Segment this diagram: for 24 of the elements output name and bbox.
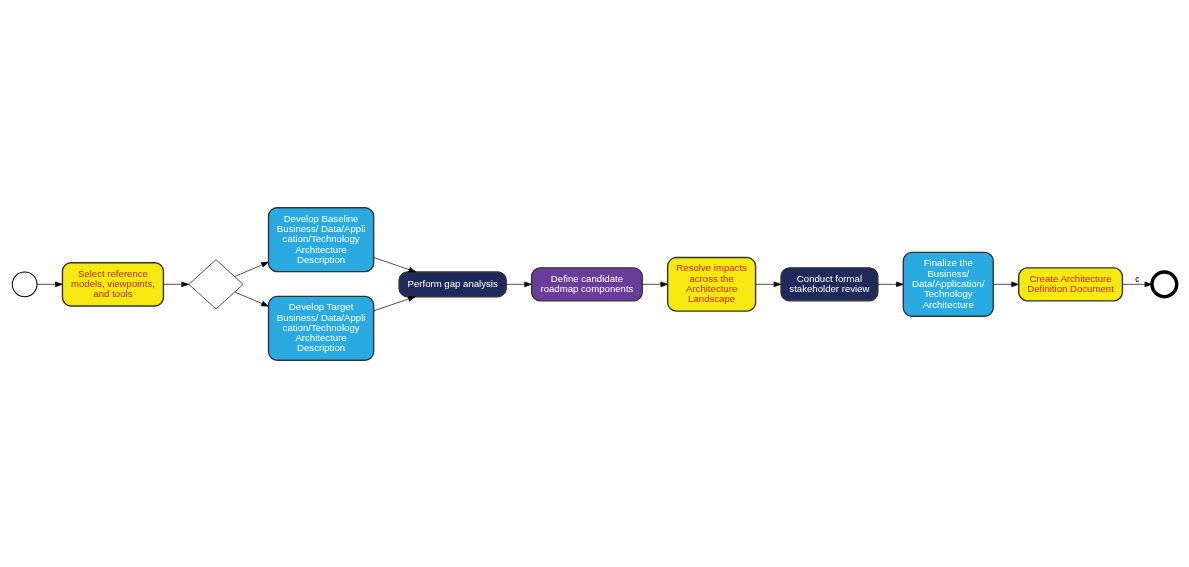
arrow (234, 261, 269, 277)
node-box: Select reference models, viewpoints, and tools (61, 261, 165, 307)
arrow (373, 295, 416, 311)
node-box: Define candidate roadmap components (530, 266, 643, 301)
arrow (373, 256, 417, 272)
node-box: Develop Baseline Business/ Data/Application/Technology Architecture Description (267, 206, 375, 272)
node-box: Conduct formal stakeholder review (780, 266, 879, 301)
arrow (36, 281, 63, 287)
node-box: Create Architecture Definition Document (1018, 266, 1124, 301)
arrow (992, 281, 1019, 287)
arrow (641, 281, 668, 287)
node-diamond (188, 258, 244, 309)
node-box: Develop Target Business/ Data/Application/Technology Architecture Description (267, 295, 375, 361)
node-box: Finalize the Business/ Data/Application/ Technology Architecture (902, 251, 994, 317)
arrow (1122, 281, 1153, 287)
arrow (505, 281, 532, 287)
node-box: Resolve impacts across the Architecture Landscape (666, 256, 757, 312)
node-box: Perform gap analysis (398, 270, 507, 297)
arrow (755, 281, 782, 287)
node-circle (11, 270, 38, 297)
node-circle (1150, 269, 1179, 298)
arrow (877, 281, 904, 287)
arrow (163, 281, 189, 287)
arrow (234, 291, 269, 307)
